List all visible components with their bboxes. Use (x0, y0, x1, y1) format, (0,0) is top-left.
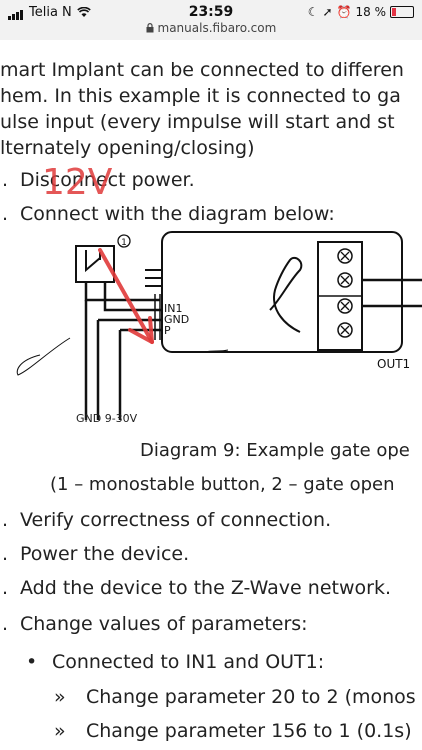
subitem-marker: » (54, 686, 66, 708)
number-one-circle (117, 234, 131, 248)
paragraph-line: ulse input (every impulse will start and… (0, 111, 395, 133)
paragraph-line: lternately opening/closing) (0, 137, 255, 159)
pin-gnd-label: GND (164, 313, 189, 326)
step-marker: . (2, 509, 9, 531)
subitem-text: Change parameter 20 to 2 (monos (86, 686, 416, 708)
diagram-caption-sub: (1 – monostable button, 2 – gate open (50, 474, 395, 495)
annotation-12v: 12V (42, 162, 113, 203)
pin-p-label: P (164, 324, 171, 337)
paragraph-line: hem. In this example it is connected to … (0, 85, 401, 107)
wiring-diagram: 1 IN1 GND P OUT1 (16, 231, 422, 420)
annotation-arrow (98, 248, 154, 344)
step-marker: . (2, 203, 9, 225)
status-right: ☾ ➚ ⏰ 18 % (308, 5, 414, 19)
subitem-marker: » (54, 720, 66, 742)
address-bar[interactable]: manuals.fibaro.com (0, 21, 422, 35)
status-left: Telia N (8, 5, 91, 20)
status-bar: Telia N 23:59 manuals.fibaro.com ☾ ➚ ⏰ 1… (0, 0, 422, 40)
pin-in1-label: IN1 (164, 302, 182, 315)
subitem-text: Change parameter 156 to 1 (0.1s) (86, 720, 412, 742)
battery-percent: 18 % (355, 5, 387, 19)
signal-icon (8, 5, 24, 20)
battery-icon (390, 6, 414, 18)
step-marker: . (2, 613, 9, 635)
bullet-marker: • (26, 651, 38, 673)
lock-icon (146, 23, 154, 33)
wifi-icon (77, 7, 91, 17)
out1-label: OUT1 (377, 357, 410, 371)
location-icon: ➚ (322, 5, 333, 19)
bullet-text: Connected to IN1 and OUT1: (52, 651, 325, 673)
url-text: manuals.fibaro.com (157, 21, 277, 35)
clock: 23:59 (188, 4, 234, 20)
step-marker: . (2, 577, 9, 599)
step-marker: . (2, 543, 9, 565)
carrier-name: Telia N (29, 5, 72, 20)
diagram-caption: Diagram 9: Example gate ope (140, 440, 410, 461)
step-text: Connect with the diagram below: (20, 203, 335, 225)
step-marker: . (2, 169, 9, 191)
smart-implant-device (161, 231, 403, 353)
alarm-icon: ⏰ (336, 5, 352, 19)
step-text: Add the device to the Z-Wave network. (20, 577, 391, 599)
step-text: Change values of parameters: (20, 613, 308, 635)
moon-icon: ☾ (307, 5, 319, 19)
circle-number: 1 (121, 238, 127, 248)
paragraph-line: mart Implant can be connected to differe… (0, 59, 404, 81)
step-text: Disconnect power. (20, 169, 195, 191)
step-text: Power the device. (20, 543, 190, 565)
article-content: mart Implant can be connected to differe… (0, 40, 422, 750)
diagram-bottom-labels: GND 9-30V (76, 412, 138, 425)
step-text: Verify correctness of connection. (20, 509, 332, 531)
